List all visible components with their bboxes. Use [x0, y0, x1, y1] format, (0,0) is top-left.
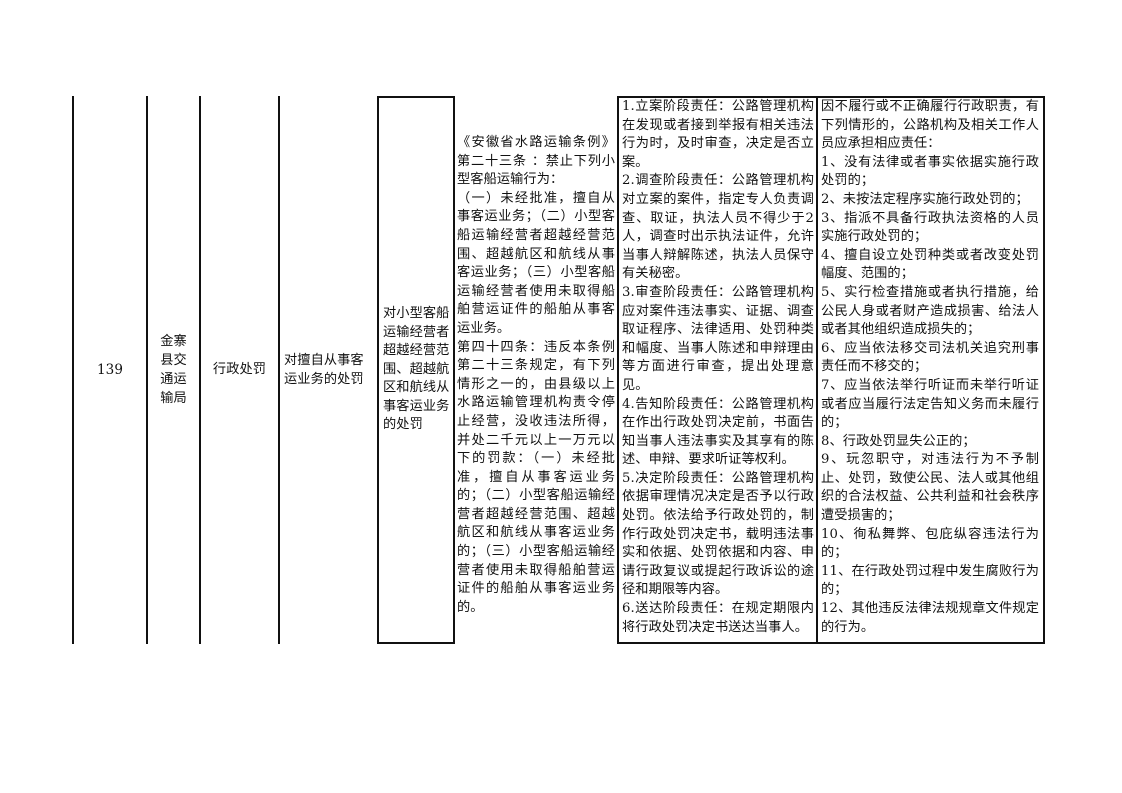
sub-item-cell: 对小型客船运输经营者超越经营范围、超越航区和航线从事客运业务的处罚 [377, 96, 453, 644]
responsibility-cell: 1.立案阶段责任：公路管理机构在发现或者接到举报有相关违法行为时，及时审查，决定… [617, 96, 816, 644]
department-cell: 金寨县交通运输局 [146, 96, 199, 644]
accountability-cell: 因不履行或不正确履行行政职责，有下列情形的，公路机构及相关工作人员应承担相应责任… [816, 96, 1045, 644]
row-number: 139 [96, 361, 124, 378]
row-number-cell: 139 [72, 96, 146, 644]
item-name-cell: 对擅自从事客运业务的处罚 [278, 96, 377, 644]
legal-basis-cell: 《安徽省水路运输条例》第二十三条 ：禁止下列小型客船运输行为： （一）未经批准，… [453, 96, 617, 644]
legal-basis-text: 《安徽省水路运输条例》第二十三条 ：禁止下列小型客船运输行为： （一）未经批准，… [457, 135, 615, 615]
item-name: 对擅自从事客运业务的处罚 [284, 353, 364, 387]
accountability-text: 因不履行或不正确履行行政职责，有下列情形的，公路机构及相关工作人员应承担相应责任… [821, 99, 1039, 635]
power-type-cell: 行政处罚 [199, 96, 278, 644]
sub-item-name: 对小型客船运输经营者超越经营范围、超越航区和航线从事客运业务的处罚 [383, 305, 450, 433]
responsibility-text: 1.立案阶段责任：公路管理机构在发现或者接到举报有相关违法行为时，及时审查，决定… [622, 99, 814, 635]
power-type: 行政处罚 [212, 361, 267, 377]
department-name: 金寨县交通运输局 [160, 334, 187, 406]
